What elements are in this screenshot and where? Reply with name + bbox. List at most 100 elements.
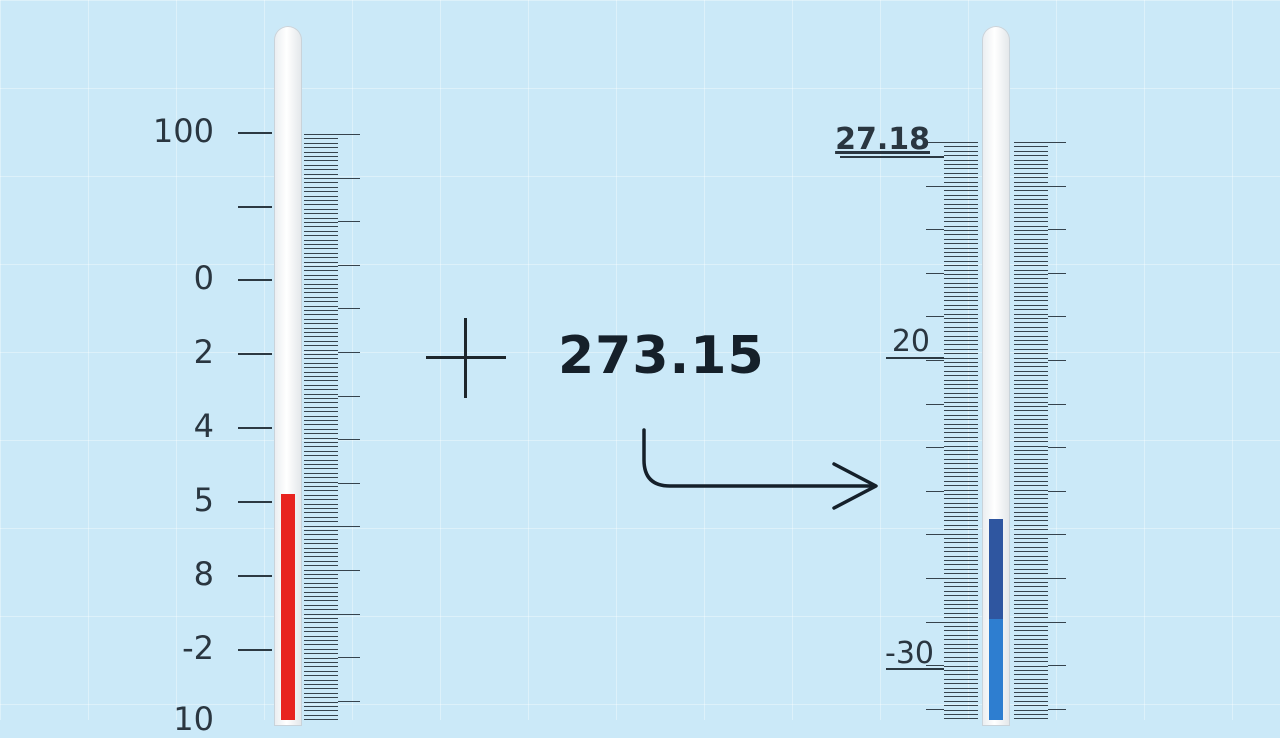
scale-tick bbox=[304, 538, 338, 540]
scale-tick bbox=[304, 415, 338, 417]
scale-tick bbox=[944, 458, 978, 460]
scale-tick bbox=[304, 204, 338, 206]
scale-tick bbox=[944, 520, 978, 522]
scale-tick bbox=[338, 221, 360, 223]
scale-tick bbox=[944, 379, 978, 381]
scale-tick bbox=[1014, 340, 1048, 341]
scale-tick bbox=[1014, 313, 1048, 315]
scale-tick bbox=[944, 678, 978, 680]
scale-tick bbox=[1014, 498, 1048, 500]
scale-tick bbox=[1048, 142, 1066, 143]
scale-tick bbox=[304, 560, 338, 562]
scale-tick bbox=[926, 447, 944, 449]
scale-tick bbox=[944, 533, 978, 535]
scale-tick bbox=[1014, 678, 1048, 680]
scale-tick bbox=[1014, 687, 1048, 689]
scale-tick bbox=[944, 406, 978, 407]
scale-tick bbox=[1014, 626, 1048, 627]
scale-tick bbox=[304, 208, 338, 210]
scale-tick bbox=[304, 213, 338, 215]
scale-tick bbox=[304, 283, 338, 285]
scale-tick bbox=[304, 371, 338, 373]
scale-tick bbox=[304, 477, 338, 479]
scale-tick bbox=[304, 714, 338, 716]
scale-tick bbox=[1014, 357, 1048, 359]
scale-tick bbox=[304, 318, 338, 320]
scale-tick bbox=[1014, 388, 1048, 390]
scale-tick bbox=[338, 439, 360, 441]
scale-tick bbox=[1014, 414, 1048, 416]
scale-tick bbox=[944, 555, 978, 557]
scale-tick bbox=[944, 687, 978, 689]
scale-tick bbox=[304, 191, 338, 193]
scale-tick bbox=[304, 697, 338, 699]
scale-tick bbox=[944, 714, 978, 715]
scale-tick bbox=[304, 446, 338, 448]
scale-tick bbox=[304, 499, 338, 501]
scale-tick bbox=[944, 238, 978, 240]
scale-tick bbox=[304, 547, 338, 549]
scale-tick bbox=[1014, 705, 1048, 707]
scale-tick bbox=[1048, 229, 1066, 231]
scale-tick bbox=[304, 327, 338, 329]
scale-tick bbox=[1014, 274, 1048, 275]
scale-tick bbox=[304, 494, 338, 496]
scale-tick bbox=[304, 305, 338, 307]
scale-tick bbox=[1014, 665, 1048, 667]
scale-tick bbox=[944, 309, 978, 311]
scale-tick bbox=[304, 455, 338, 457]
plus-icon bbox=[426, 318, 506, 398]
scale-tick bbox=[1014, 159, 1048, 161]
scale-tick bbox=[926, 229, 944, 231]
scale-tick bbox=[304, 310, 338, 311]
scale-tick bbox=[1014, 621, 1048, 623]
scale-tick bbox=[1014, 463, 1048, 465]
scale-tick bbox=[338, 264, 360, 266]
scale-tick bbox=[1014, 489, 1048, 491]
scale-tick bbox=[944, 538, 978, 539]
scale-tick bbox=[304, 257, 338, 259]
scale-tick bbox=[1048, 272, 1066, 274]
scale-tick bbox=[1014, 252, 1048, 253]
scale-tick bbox=[1014, 441, 1048, 443]
scale-tick bbox=[926, 534, 944, 536]
scale-tick bbox=[304, 367, 338, 369]
scale-tick bbox=[304, 657, 338, 659]
scale-tick bbox=[944, 186, 978, 187]
scale-tick bbox=[944, 617, 978, 619]
left-scale-label: 0 bbox=[193, 259, 214, 297]
scale-tick bbox=[1014, 590, 1048, 592]
scale-tick bbox=[304, 296, 338, 298]
scale-tick bbox=[1014, 551, 1048, 553]
scale-tick bbox=[944, 397, 978, 399]
scale-tick bbox=[944, 661, 978, 663]
scale-tick bbox=[944, 221, 978, 223]
scale-tick bbox=[1014, 392, 1048, 394]
scale-tick bbox=[304, 217, 338, 219]
scale-tick bbox=[944, 190, 978, 192]
scale-tick bbox=[304, 336, 338, 338]
scale-tick bbox=[304, 340, 338, 342]
scale-tick bbox=[1014, 608, 1048, 610]
scale-tick bbox=[304, 239, 338, 241]
scale-tick bbox=[944, 476, 978, 478]
scale-tick bbox=[304, 574, 338, 575]
scale-tick bbox=[944, 564, 978, 566]
scale-tick bbox=[1014, 696, 1048, 698]
scale-tick bbox=[1014, 225, 1048, 227]
scale-tick bbox=[944, 177, 978, 179]
scale-tick bbox=[944, 542, 978, 544]
scale-tick bbox=[944, 551, 978, 553]
scale-tick bbox=[1014, 560, 1048, 561]
scale-tick bbox=[944, 357, 978, 359]
curved-arrow-right-icon bbox=[642, 428, 878, 510]
scale-tick bbox=[1014, 458, 1048, 460]
scale-tick bbox=[944, 172, 978, 174]
scale-tick bbox=[304, 481, 338, 483]
scale-tick bbox=[944, 260, 978, 262]
scale-tick bbox=[944, 467, 978, 469]
scale-tick bbox=[944, 485, 978, 487]
scale-tick bbox=[944, 146, 978, 148]
scale-tick bbox=[304, 200, 338, 201]
right-minor-ticks bbox=[944, 142, 978, 720]
